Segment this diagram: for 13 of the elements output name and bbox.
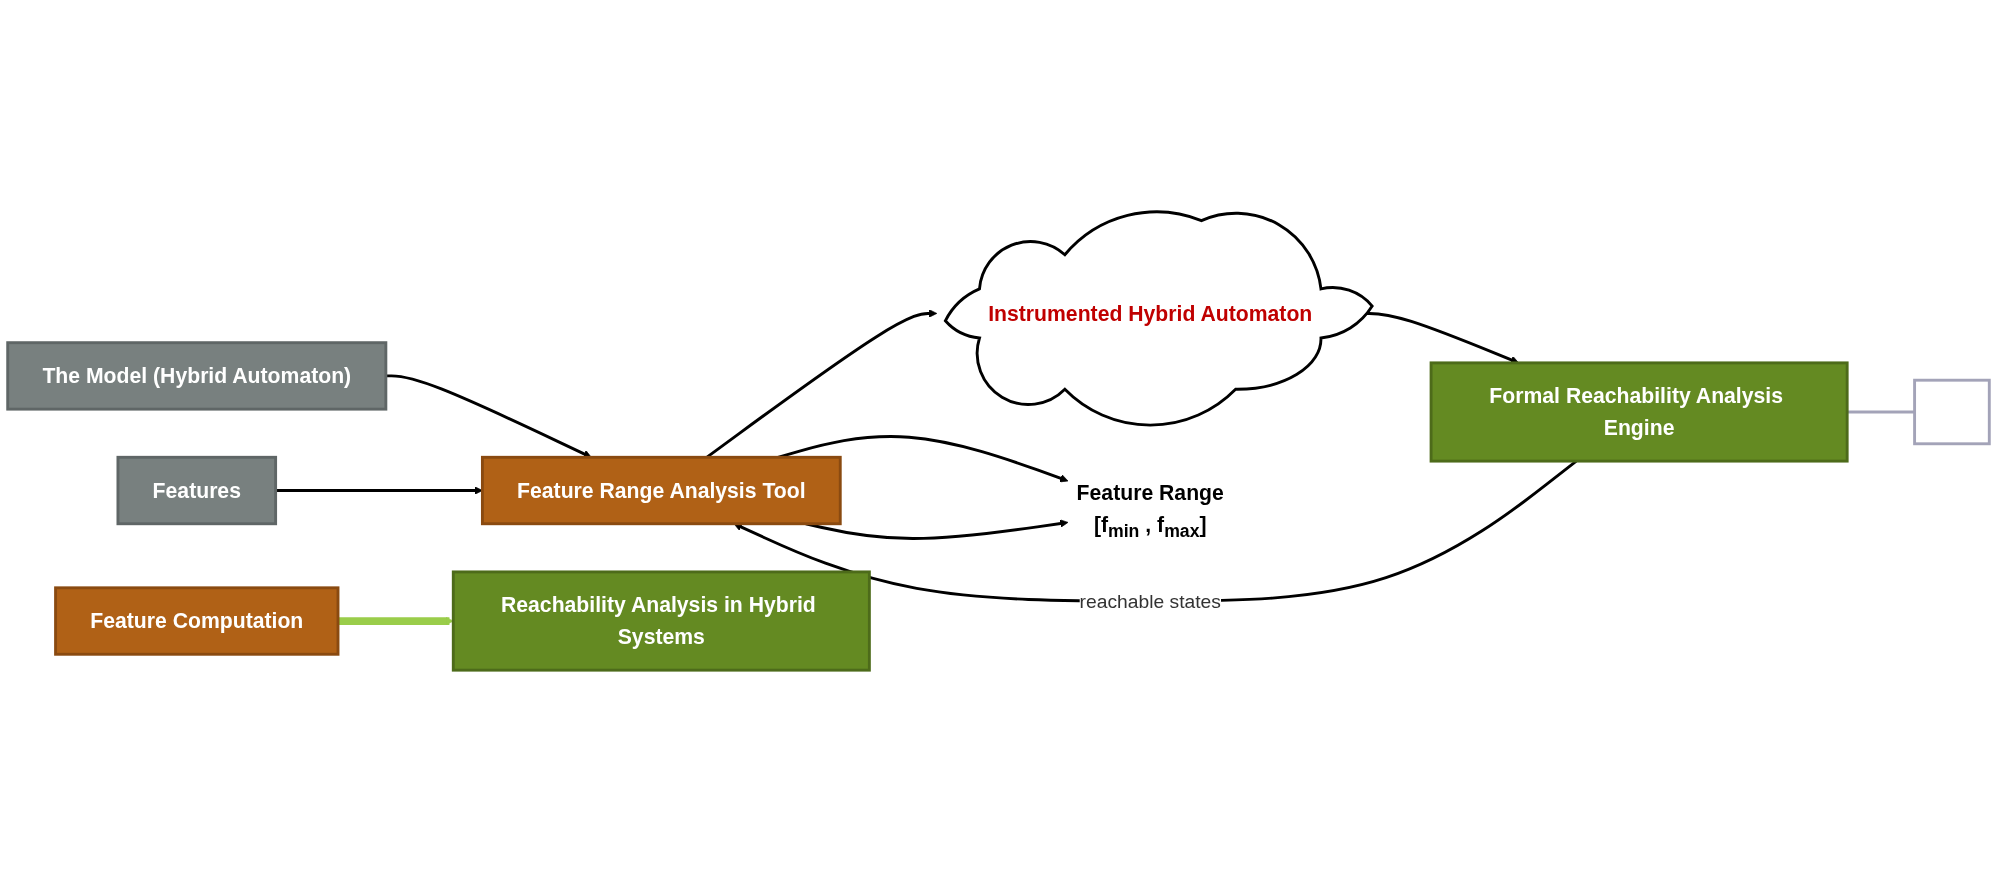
node-box: Reachability Analysis in Hybrid Systems: [451, 570, 871, 672]
arrow: [275, 486, 483, 495]
node-box: Feature Computation: [54, 586, 340, 656]
arrow: [338, 616, 454, 626]
node-box: Feature Range Analysis Tool: [480, 455, 842, 526]
node-box: [1913, 378, 1991, 446]
node-text: Feature Range [f$_{min}$ , f$_{max}$]: [1076, 480, 1224, 541]
node-box: Features: [116, 455, 278, 526]
node-box: The Model (Hybrid Automaton): [6, 341, 388, 411]
connector: [1847, 410, 1915, 414]
edge-label: reachable states: [1079, 590, 1221, 612]
arrow: [385, 374, 592, 458]
node-box: Formal Reachability Analysis Engine: [1429, 361, 1849, 463]
